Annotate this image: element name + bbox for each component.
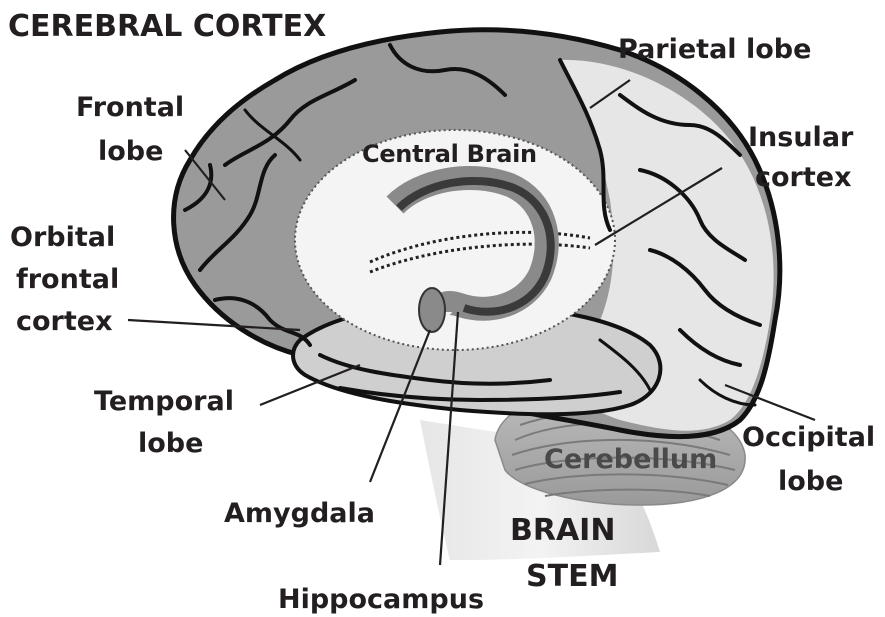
label-amygdala: Amygdala <box>224 498 375 529</box>
label-insular-1: Insular <box>748 122 854 153</box>
title-cerebral-cortex: CEREBRAL CORTEX <box>8 9 326 44</box>
label-temporal-2: lobe <box>138 428 203 459</box>
label-insular-2: cortex <box>755 162 852 193</box>
label-occipital-2: lobe <box>778 466 843 497</box>
label-frontal-1: Frontal <box>76 92 184 123</box>
label-central-brain: Central Brain <box>362 140 537 168</box>
label-orbital-2: frontal <box>16 264 119 295</box>
label-hippocampus: Hippocampus <box>278 584 484 615</box>
label-orbital-3: cortex <box>16 306 113 337</box>
label-parietal-lobe: Parietal lobe <box>618 34 811 65</box>
label-occipital-1: Occipital <box>742 422 875 453</box>
label-brain-stem-1: BRAIN <box>510 513 615 548</box>
label-orbital-1: Orbital <box>10 222 115 253</box>
amygdala-shape <box>419 288 445 332</box>
label-cerebellum: Cerebellum <box>544 444 717 475</box>
label-frontal-2: lobe <box>98 136 163 167</box>
label-brain-stem-2: STEM <box>526 559 618 594</box>
label-temporal-1: Temporal <box>94 386 234 417</box>
